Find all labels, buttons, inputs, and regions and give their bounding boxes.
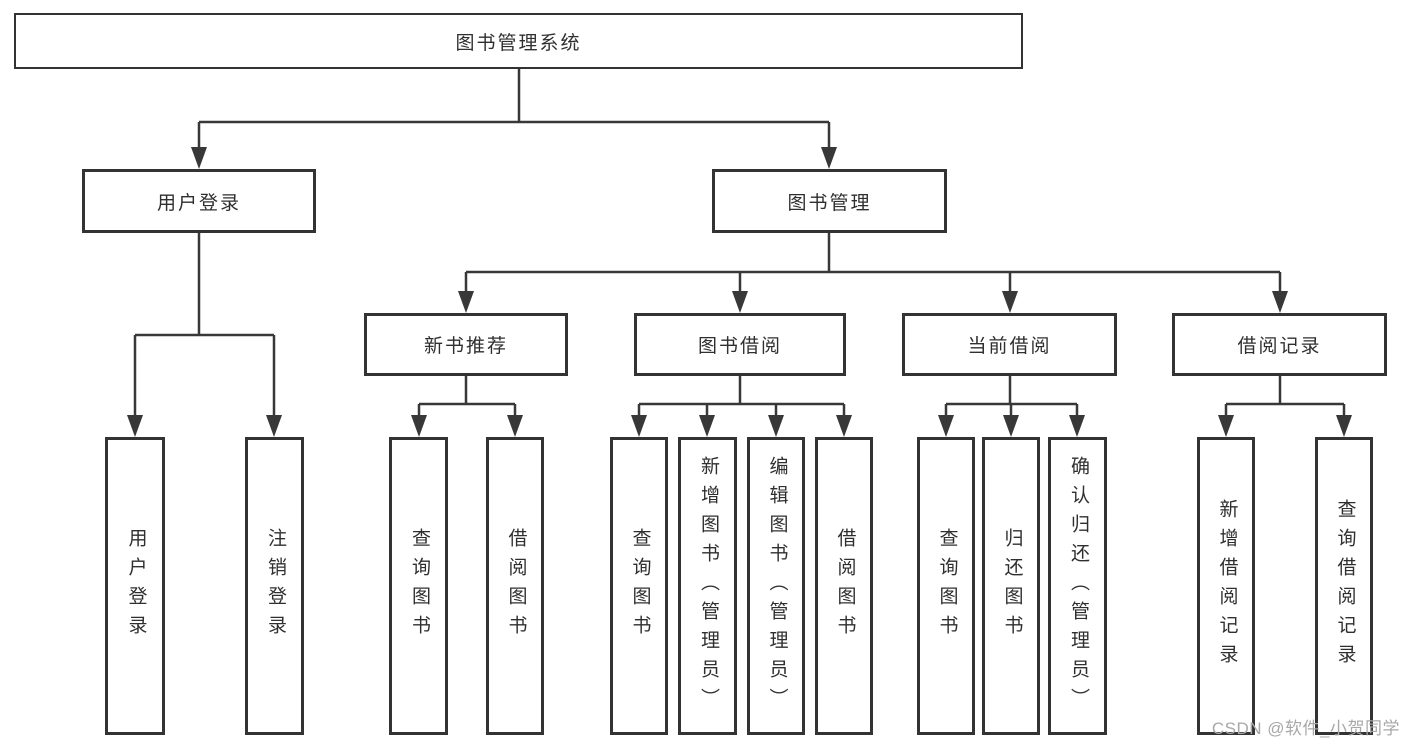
leaf-edit-books-admin-label: 编辑图书（管理员）: [766, 455, 788, 717]
leaf-return-books-label: 归还图书: [1001, 528, 1023, 644]
node-current-borrow-label: 当前借阅: [967, 336, 1052, 357]
node-root-label: 图书管理系统: [455, 32, 582, 54]
connector-book-management: [464, 233, 1282, 292]
node-root: 图书管理系统: [14, 13, 1023, 69]
leaf-borrow-books-1: 借阅图书: [486, 437, 544, 735]
leaf-add-borrow-record: 新增借阅记录: [1197, 437, 1255, 735]
leaf-query-books-3-label: 查询图书: [936, 528, 958, 644]
leaf-logout: 注销登录: [245, 437, 304, 735]
leaf-query-borrow-record-label: 查询借阅记录: [1334, 499, 1356, 673]
node-book-borrow-label: 图书借阅: [697, 336, 782, 357]
node-new-book-recommend: 新书推荐: [364, 313, 568, 376]
leaf-query-borrow-record: 查询借阅记录: [1315, 437, 1373, 735]
connector-borrow-records: [1224, 376, 1346, 416]
leaf-confirm-return-admin-label: 确认归还（管理员）: [1067, 455, 1089, 717]
connector-user-login: [133, 233, 276, 416]
leaf-confirm-return-admin: 确认归还（管理员）: [1048, 437, 1107, 735]
node-book-management: 图书管理: [712, 169, 947, 233]
connector-current-borrow: [944, 376, 1079, 416]
connector-root-to-branches: [197, 69, 831, 148]
leaf-query-books-3: 查询图书: [917, 437, 975, 735]
leaf-borrow-books-2-label: 借阅图书: [834, 528, 856, 644]
node-user-login-label: 用户登录: [156, 192, 241, 214]
leaf-query-books-2-label: 查询图书: [629, 528, 651, 644]
leaf-user-login-label: 用户登录: [125, 528, 147, 644]
leaf-add-books-admin-label: 新增图书（管理员）: [697, 455, 719, 717]
node-book-management-label: 图书管理: [787, 192, 872, 214]
leaf-add-borrow-record-label: 新增借阅记录: [1216, 499, 1238, 673]
connector-book-borrow: [637, 376, 846, 416]
node-book-borrow: 图书借阅: [634, 313, 846, 376]
leaf-add-books-admin: 新增图书（管理员）: [678, 437, 737, 735]
leaf-borrow-books-2: 借阅图书: [815, 437, 873, 735]
leaf-user-login: 用户登录: [105, 437, 165, 735]
leaf-query-books-1-label: 查询图书: [408, 528, 430, 644]
leaf-edit-books-admin: 编辑图书（管理员）: [747, 437, 805, 735]
node-user-login: 用户登录: [82, 169, 316, 233]
leaf-query-books-1: 查询图书: [389, 437, 448, 735]
connector-new-book-recommend: [417, 376, 517, 416]
csdn-watermark: CSDN @软件_小贺同学: [1211, 719, 1400, 738]
node-current-borrow: 当前借阅: [902, 313, 1117, 376]
leaf-return-books: 归还图书: [982, 437, 1040, 735]
node-borrow-records: 借阅记录: [1172, 313, 1387, 376]
leaf-logout-label: 注销登录: [264, 528, 286, 644]
node-borrow-records-label: 借阅记录: [1237, 336, 1322, 357]
node-new-book-recommend-label: 新书推荐: [423, 336, 508, 357]
leaf-query-books-2: 查询图书: [610, 437, 668, 735]
leaf-borrow-books-1-label: 借阅图书: [505, 528, 527, 644]
